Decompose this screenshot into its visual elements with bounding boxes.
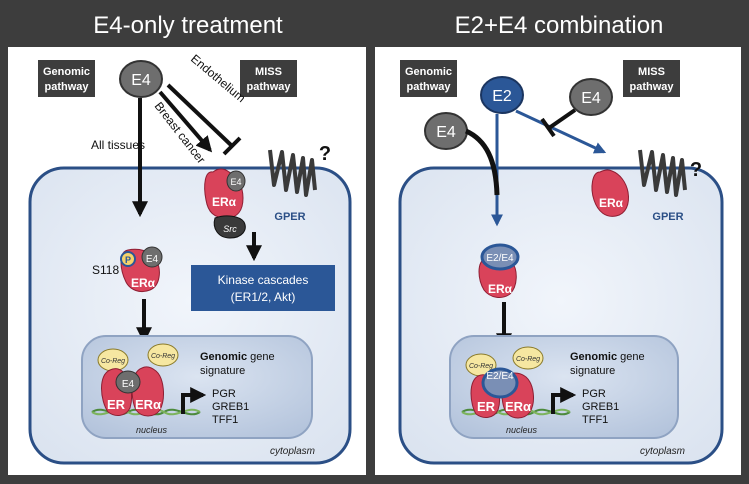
- svg-text:ERα: ERα: [488, 282, 513, 296]
- svg-text:E4: E4: [230, 177, 241, 187]
- svg-text:E4: E4: [581, 90, 601, 107]
- right-dimer-e2-e4: E2/E4: [481, 367, 519, 399]
- svg-text:E4: E4: [436, 124, 456, 141]
- left-panel: E4-only treatment cytoplasm Genomic path…: [8, 12, 366, 475]
- svg-text:GPER: GPER: [652, 211, 683, 223]
- right-gper-receptor: GPER: [638, 149, 687, 223]
- right-transcription-arrow: [551, 387, 577, 414]
- right-e4-ligand-left: E4: [424, 112, 468, 150]
- svg-text:Genomic: Genomic: [43, 66, 90, 78]
- left-dimer-e4: E4: [115, 370, 141, 394]
- svg-text:E4: E4: [146, 254, 159, 265]
- left-cytoplasm-label: cytoplasm: [270, 446, 315, 457]
- left-kinase-cascades-box: Kinase cascades (ER1/2, Akt): [191, 265, 335, 311]
- right-panel-title: E2+E4 combination: [455, 12, 664, 39]
- right-coreg-2: Co-Reg: [512, 346, 544, 370]
- svg-text:pathway: pathway: [629, 81, 674, 93]
- right-dimer-er-alpha: ERα: [501, 372, 534, 419]
- left-e4-ligand: E4: [119, 60, 163, 98]
- right-e4-inhibition-bar: [540, 117, 556, 138]
- left-endothelium-inhibition-line: [166, 83, 234, 148]
- svg-text:Genomic gene: Genomic gene: [200, 351, 275, 363]
- right-e4-inhibition-line: [547, 108, 577, 130]
- svg-text:ER: ER: [107, 397, 126, 412]
- svg-text:Genomic: Genomic: [405, 66, 452, 78]
- right-gene-list: PGR GREB1 TFF1: [582, 388, 619, 426]
- svg-text:E4: E4: [122, 379, 135, 390]
- svg-text:MISS: MISS: [638, 66, 665, 78]
- svg-text:GREB1: GREB1: [582, 401, 619, 413]
- left-genomic-pathway-label: Genomic pathway: [38, 60, 95, 97]
- left-miss-pathway-label: MISS pathway: [240, 60, 297, 97]
- left-endothelium-inhibition-bar: [222, 136, 242, 156]
- left-all-tissues-label: All tissues: [91, 138, 145, 152]
- left-coreg-1: Co-Reg: [97, 348, 129, 372]
- svg-text:signature: signature: [570, 365, 615, 377]
- right-genomic-signature: Genomic gene signature: [570, 351, 645, 377]
- svg-text:TFF1: TFF1: [212, 414, 238, 426]
- svg-text:PGR: PGR: [582, 388, 606, 400]
- svg-text:Kinase cascades: Kinase cascades: [218, 273, 309, 287]
- svg-text:Co-Reg: Co-Reg: [516, 356, 540, 363]
- svg-text:MISS: MISS: [255, 66, 282, 78]
- right-e4-ligand-right: E4: [569, 78, 613, 116]
- svg-text:ER: ER: [477, 399, 496, 414]
- svg-text:Co-Reg: Co-Reg: [101, 358, 125, 365]
- right-genomic-pathway-label: Genomic pathway: [400, 60, 457, 97]
- right-cytoplasm-label: cytoplasm: [640, 446, 685, 457]
- left-coreg-2: Co-Reg: [147, 343, 179, 367]
- left-s118-label: S118: [92, 263, 119, 277]
- left-phospho-group: P: [120, 251, 136, 267]
- svg-text:Co-Reg: Co-Reg: [151, 353, 175, 360]
- left-breast-cancer-arrow: [158, 90, 213, 153]
- svg-text:GPER: GPER: [274, 211, 305, 223]
- svg-text:E4: E4: [131, 72, 151, 89]
- left-gper-receptor: GPER: [268, 149, 317, 223]
- svg-text:(ER1/2, Akt): (ER1/2, Akt): [231, 290, 296, 304]
- right-miss-pathway-label: MISS pathway: [623, 60, 680, 97]
- svg-text:ERα: ERα: [505, 399, 531, 414]
- right-e2-miss-arrow: [515, 109, 607, 154]
- svg-text:TFF1: TFF1: [582, 414, 608, 426]
- left-cytoplasmic-e4: E4: [141, 246, 163, 268]
- right-panel: E2+E4 combination cytoplasm Genomic path…: [375, 12, 741, 475]
- svg-text:PGR: PGR: [212, 388, 236, 400]
- left-panel-title: E4-only treatment: [93, 12, 283, 39]
- svg-text:pathway: pathway: [406, 81, 451, 93]
- svg-text:ERα: ERα: [599, 196, 624, 210]
- svg-text:pathway: pathway: [246, 81, 291, 93]
- svg-text:E2/E4: E2/E4: [486, 371, 514, 382]
- right-e2-ligand: E2: [480, 76, 524, 114]
- left-gper-question-mark: ?: [319, 143, 331, 165]
- left-genomic-signature: Genomic gene signature: [200, 351, 275, 377]
- left-membrane-e4: E4: [226, 170, 246, 192]
- svg-text:pathway: pathway: [44, 81, 89, 93]
- svg-text:Src: Src: [223, 224, 237, 234]
- svg-text:Co-Reg: Co-Reg: [469, 363, 493, 370]
- left-gene-list: PGR GREB1 TFF1: [212, 388, 249, 426]
- svg-text:ERα: ERα: [135, 397, 161, 412]
- right-cytoplasmic-e2-e4: E2/E4: [480, 243, 520, 271]
- svg-text:E2: E2: [492, 88, 512, 105]
- svg-text:signature: signature: [200, 365, 245, 377]
- svg-text:ERα: ERα: [212, 195, 237, 209]
- svg-text:E2/E4: E2/E4: [486, 253, 514, 264]
- svg-text:GREB1: GREB1: [212, 401, 249, 413]
- right-nucleus-label: nucleus: [506, 425, 538, 435]
- left-transcription-arrow: [181, 387, 207, 414]
- svg-text:P: P: [125, 255, 131, 265]
- left-nucleus-label: nucleus: [136, 425, 168, 435]
- left-src-kinase: Src: [213, 215, 246, 239]
- right-membrane-er-alpha: ERα: [591, 169, 629, 217]
- svg-text:Genomic gene: Genomic gene: [570, 351, 645, 363]
- right-e4-merge-curve: [464, 128, 500, 196]
- svg-text:ERα: ERα: [131, 276, 156, 290]
- right-gper-question-mark: ?: [690, 159, 702, 181]
